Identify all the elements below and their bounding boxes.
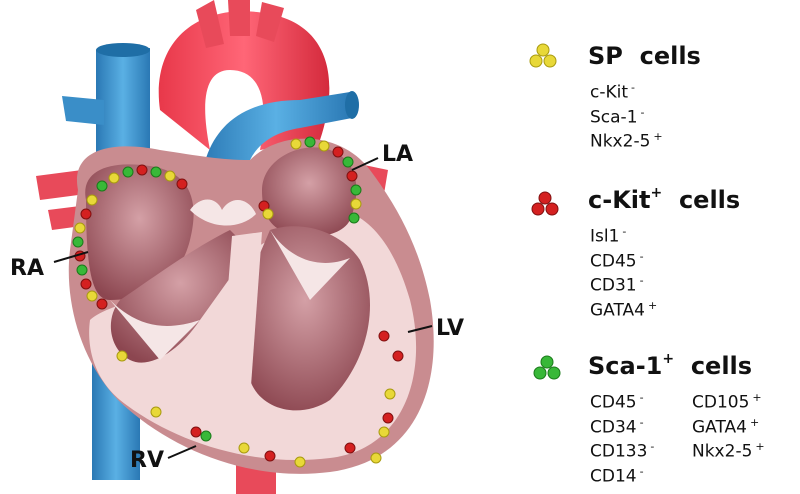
marker-item: Isl1- bbox=[590, 225, 627, 247]
marker-item: CD45- bbox=[590, 249, 644, 272]
red-cell-dot bbox=[190, 426, 202, 438]
red-cell-dot bbox=[378, 330, 390, 342]
yellow-cell-dot bbox=[150, 406, 162, 418]
aorta-branch-2 bbox=[228, 0, 250, 36]
yellow-cell-dot bbox=[262, 208, 274, 220]
sca1-cell-cluster-icon bbox=[533, 355, 561, 380]
marker-item: c-Kit- bbox=[590, 81, 636, 103]
yellow-cell-dot bbox=[294, 456, 306, 468]
label-la: LA bbox=[382, 142, 414, 167]
left-atrium-chamber bbox=[262, 147, 357, 237]
aorta-branch-1 bbox=[196, 0, 224, 48]
red-cell-dot bbox=[96, 298, 108, 310]
legend-markers-sca1-col2: CD105+ GATA4+ Nkx2-5+ bbox=[692, 388, 765, 462]
legend-title-sca1: Sca-1+ cells bbox=[588, 351, 753, 380]
legend-title-ckit: c-Kit+ cells bbox=[588, 185, 741, 214]
red-cell-dot bbox=[80, 208, 92, 220]
yellow-cell-dot bbox=[74, 222, 86, 234]
red-cell-dot bbox=[332, 146, 344, 158]
yellow-cell-dot bbox=[350, 198, 362, 210]
red-cell-dot bbox=[264, 450, 276, 462]
yellow-cell-dot bbox=[164, 170, 176, 182]
marker-item: Sca-1- bbox=[590, 105, 645, 128]
label-rv: RV bbox=[130, 448, 164, 473]
aortic-valve bbox=[190, 199, 256, 226]
yellow-cell-dot bbox=[378, 426, 390, 438]
yellow-cell-dot bbox=[86, 290, 98, 302]
yellow-cell-dot bbox=[318, 140, 330, 152]
marker-item: GATA4+ bbox=[590, 298, 658, 321]
label-lv: LV bbox=[436, 316, 465, 341]
aorta-branch-3 bbox=[256, 2, 284, 42]
pulmonary-vein-red-left-1 bbox=[36, 170, 86, 200]
lv-leader-line bbox=[407, 325, 433, 333]
marker-item: CD34- bbox=[590, 415, 644, 438]
legend-markers-sca1-col1: CD45- CD34- CD133- CD14- bbox=[590, 388, 654, 487]
red-cell-dot bbox=[344, 442, 356, 454]
pulmonary-vein-left bbox=[62, 96, 104, 125]
cell-dots bbox=[72, 136, 404, 468]
pulmonary-artery-end bbox=[345, 91, 359, 119]
la-leader-line bbox=[351, 157, 379, 171]
red-cell-dot bbox=[346, 170, 358, 182]
rv-leader-line bbox=[167, 445, 197, 459]
left-ventricle-chamber bbox=[240, 226, 370, 411]
ra-leader-line bbox=[53, 251, 89, 263]
right-atrium-chamber bbox=[85, 164, 194, 300]
yellow-cell-dot bbox=[384, 388, 396, 400]
green-cell-dot bbox=[350, 184, 362, 196]
green-cell-dot bbox=[200, 430, 212, 442]
yellow-cell-dot bbox=[370, 452, 382, 464]
label-ra: RA bbox=[10, 256, 44, 281]
vena-cava-opening bbox=[96, 43, 150, 57]
green-cell-dot bbox=[122, 166, 134, 178]
red-cell-dot bbox=[176, 178, 188, 190]
tricuspid-valve bbox=[110, 300, 200, 360]
green-cell-dot bbox=[76, 264, 88, 276]
green-cell-dot bbox=[342, 156, 354, 168]
marker-item: Nkx2-5+ bbox=[590, 130, 663, 152]
septum bbox=[220, 232, 262, 400]
marker-item: GATA4+ bbox=[692, 415, 760, 438]
yellow-cell-dot bbox=[290, 138, 302, 150]
sp-cell-cluster-icon bbox=[529, 43, 557, 68]
green-cell-dot bbox=[348, 212, 360, 224]
legend-title-sp: SP cells bbox=[588, 42, 701, 70]
yellow-cell-dot bbox=[238, 442, 250, 454]
marker-item: CD133- bbox=[590, 440, 655, 462]
green-cell-dot bbox=[72, 236, 84, 248]
red-cell-dot bbox=[392, 350, 404, 362]
marker-item: CD31- bbox=[590, 274, 644, 296]
marker-item: CD14- bbox=[590, 464, 644, 487]
mitral-valve bbox=[270, 230, 350, 300]
yellow-cell-dot bbox=[86, 194, 98, 206]
green-cell-dot bbox=[96, 180, 108, 192]
legend-markers-ckit: Isl1- CD45- CD31- GATA4+ bbox=[590, 222, 657, 321]
ckit-cell-cluster-icon bbox=[531, 191, 559, 216]
marker-item: Nkx2-5+ bbox=[692, 440, 765, 462]
green-cell-dot bbox=[150, 166, 162, 178]
yellow-cell-dot bbox=[108, 172, 120, 184]
yellow-cell-dot bbox=[116, 350, 128, 362]
red-cell-dot bbox=[136, 164, 148, 176]
green-cell-dot bbox=[304, 136, 316, 148]
red-cell-dot bbox=[382, 412, 394, 424]
marker-item: CD45- bbox=[590, 391, 644, 413]
marker-item: CD105+ bbox=[692, 391, 762, 413]
red-cell-dot bbox=[80, 278, 92, 290]
legend-markers-sp: c-Kit- Sca-1- Nkx2-5+ bbox=[590, 78, 663, 152]
